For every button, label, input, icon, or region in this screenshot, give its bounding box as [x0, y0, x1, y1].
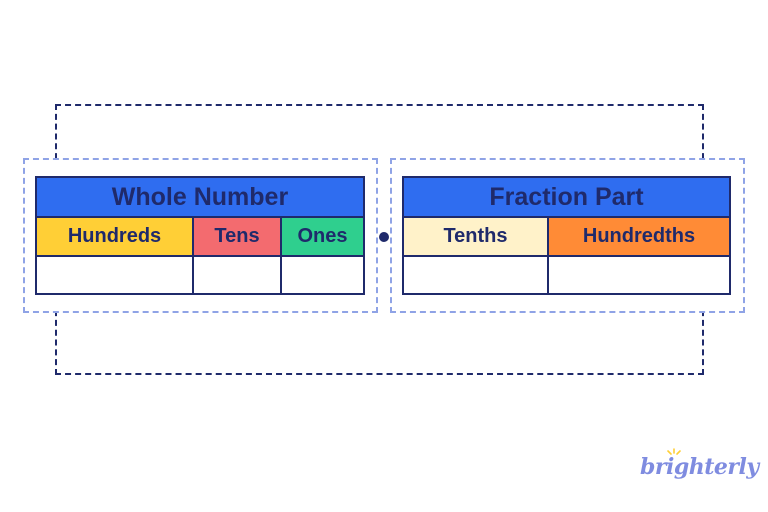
hundredths-blank-cell: [547, 257, 729, 293]
whole-number-labels: Hundreds Tens Ones: [37, 218, 363, 257]
fraction-part-blank-row: [404, 257, 729, 293]
ones-label: Ones: [280, 218, 363, 257]
fraction-part-labels: Tenths Hundredths: [404, 218, 729, 257]
ones-blank-cell: [280, 257, 363, 293]
logo-text: brighterly: [640, 454, 759, 480]
hundreds-label: Hundreds: [37, 218, 192, 257]
decimal-point: [379, 232, 389, 242]
sun-icon: [667, 448, 681, 455]
brighterly-logo: brighterly: [640, 448, 759, 484]
whole-number-blank-row: [37, 257, 363, 293]
tenths-label: Tenths: [404, 218, 547, 257]
tenths-blank-cell: [404, 257, 547, 293]
fraction-part-table: Fraction Part Tenths Hundredths: [402, 176, 731, 295]
whole-number-table: Whole Number Hundreds Tens Ones: [35, 176, 365, 295]
fraction-part-title: Fraction Part: [404, 178, 729, 218]
hundreds-blank-cell: [37, 257, 192, 293]
tens-blank-cell: [192, 257, 280, 293]
whole-number-title: Whole Number: [37, 178, 363, 218]
hundredths-label: Hundredths: [547, 218, 729, 257]
tens-label: Tens: [192, 218, 280, 257]
